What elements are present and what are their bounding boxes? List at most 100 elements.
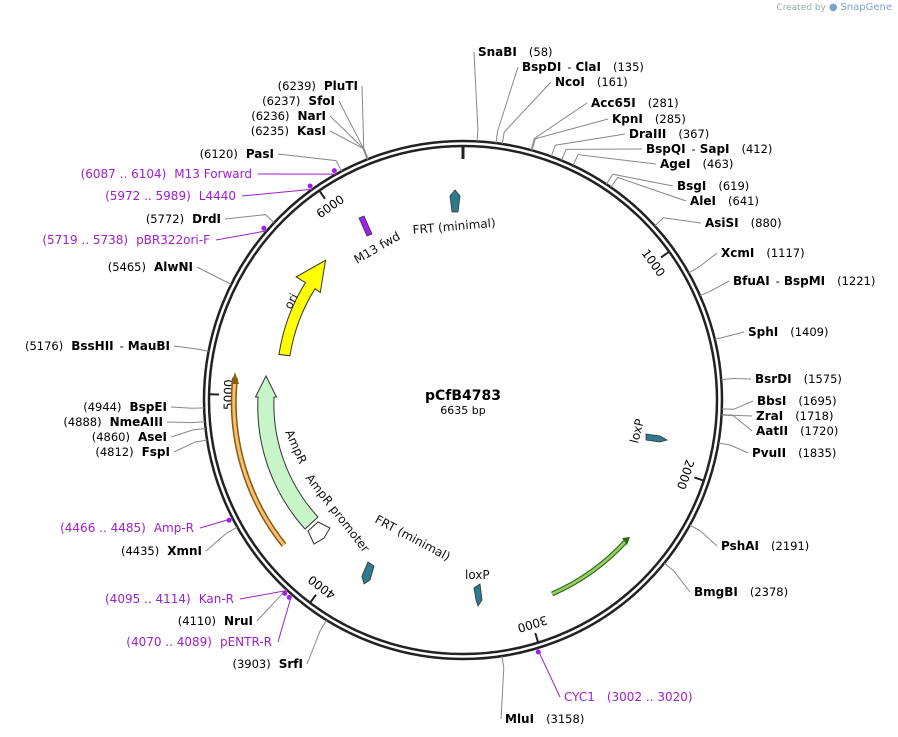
enzyme-connector-line xyxy=(500,655,505,720)
ampr-arrow xyxy=(254,374,319,530)
enzyme-label: AleI(641) xyxy=(690,194,759,208)
enzyme-position: (6236) xyxy=(251,109,289,123)
enzyme-position: (3158) xyxy=(546,712,584,726)
ruler-tick xyxy=(309,594,317,604)
enzyme-name: AseI xyxy=(138,430,167,444)
enzyme-position: (6120) xyxy=(200,147,238,161)
primer-range: (4095 .. 4114) xyxy=(105,592,191,606)
primer-site-marker xyxy=(535,649,541,655)
enzyme-label: DraIII(367) xyxy=(629,127,709,141)
primer-label: (4095 .. 4114) Kan-R xyxy=(105,592,234,606)
plasmid-length: 6635 bp xyxy=(440,404,485,417)
enzyme-connector-line xyxy=(561,148,643,161)
enzyme-connector-line xyxy=(170,427,206,438)
enzyme-position: (1718) xyxy=(795,409,833,423)
enzyme-label: BbsI(1695) xyxy=(757,394,837,408)
enzyme-position: (6237) xyxy=(262,94,300,108)
enzyme-position: (285) xyxy=(655,112,686,126)
enzyme-separator: - xyxy=(120,339,124,353)
enzyme-name-2: SapI xyxy=(700,142,730,156)
enzyme-connector-line xyxy=(550,133,626,157)
enzyme-label: (3903)SrfI xyxy=(233,657,304,671)
enzyme-name: MluI xyxy=(505,712,534,726)
m13-fwd-label: M13 fwd xyxy=(352,229,403,267)
enzyme-position: (1409) xyxy=(790,325,828,339)
enzyme-position: (367) xyxy=(678,127,709,141)
enzyme-connector-line xyxy=(654,217,702,227)
enzyme-label: BfuAI-BspMI(1221) xyxy=(733,274,875,288)
primer-site-marker xyxy=(286,594,292,600)
enzyme-connector-line xyxy=(714,331,745,340)
enzyme-label: (4860)AseI xyxy=(92,430,167,444)
enzyme-connector-line xyxy=(306,619,328,665)
primer-label: (5719 .. 5738)pBR322ori-F xyxy=(42,233,210,247)
enzyme-name: NmeAIII xyxy=(110,415,163,429)
enzyme-label: AsiSI (880) xyxy=(705,216,782,230)
primer-range: (4070 .. 4089) xyxy=(126,635,212,649)
primer-name: CYC1 xyxy=(564,690,595,704)
enzyme-connector-line xyxy=(699,280,730,297)
orange-feature-fill xyxy=(232,377,286,546)
ruler-tick xyxy=(694,476,705,482)
primer-range: (5719 .. 5738) xyxy=(42,233,128,247)
enzyme-connector-line xyxy=(256,589,287,622)
enzyme-label: (4888) NmeAIII xyxy=(63,415,163,429)
enzyme-connector-line xyxy=(718,442,749,454)
enzyme-label: BmgBI(2378) xyxy=(694,585,788,599)
enzyme-position: (1575) xyxy=(804,372,842,386)
enzyme-label: BsrDI(1575) xyxy=(755,372,842,386)
frt-top-arrow xyxy=(449,189,461,213)
enzyme-name: BssHII xyxy=(71,339,113,353)
enzyme-name: KpnI xyxy=(612,112,643,126)
enzyme-label: PvuII(1835) xyxy=(752,446,836,460)
enzyme-connector-line xyxy=(572,154,657,166)
enzyme-label: AatII(1720) xyxy=(756,424,838,438)
enzyme-name: AsiSI xyxy=(705,216,739,230)
enzyme-label: XcmI(1117) xyxy=(721,246,805,260)
enzyme-name: XmnI xyxy=(167,544,202,558)
primer-connector-line xyxy=(239,589,288,600)
primer-site-marker xyxy=(282,590,288,596)
enzyme-label: BspQI-SapI(412) xyxy=(646,142,772,156)
green-feature-arrow xyxy=(550,539,628,597)
enzyme-name: BmgBI xyxy=(694,585,738,599)
ruler-tick-label: 2000 xyxy=(674,458,697,491)
enzyme-label: (6236)NarI xyxy=(251,109,326,123)
enzyme-position: (4888) xyxy=(63,415,101,429)
ori-label: ori xyxy=(281,291,301,311)
enzyme-name: BspDI xyxy=(522,60,561,74)
enzyme-name: AgeI xyxy=(660,157,690,171)
enzyme-position: (880) xyxy=(751,216,782,230)
enzyme-name-2: ClaI xyxy=(575,60,600,74)
enzyme-label: (4812)FspI xyxy=(95,445,170,459)
primer-name: Kan-R xyxy=(199,592,234,606)
enzyme-position: (463) xyxy=(702,157,733,171)
enzyme-separator: - xyxy=(776,274,780,288)
enzyme-name: ZraI xyxy=(756,409,783,423)
enzyme-connector-line xyxy=(688,252,718,274)
enzyme-name: PvuII xyxy=(752,446,786,460)
enzyme-position: (4110) xyxy=(178,614,216,628)
enzyme-connector-line xyxy=(495,66,519,144)
enzyme-position: (4435) xyxy=(121,544,159,558)
enzyme-name: AatII xyxy=(756,424,788,438)
loxp-bottom-arrow xyxy=(473,583,483,607)
enzyme-label: (6239)PluTI xyxy=(278,79,358,93)
enzyme-connector-line xyxy=(531,118,609,151)
enzyme-position: (1117) xyxy=(766,246,804,260)
ruler-tick xyxy=(318,189,326,200)
enzyme-position: (281) xyxy=(648,96,679,110)
ruler-tick-label: 6000 xyxy=(314,192,347,221)
enzyme-label: SnaBI(58) xyxy=(478,45,553,59)
enzyme-name: BspQI xyxy=(646,142,686,156)
enzyme-name: FspI xyxy=(142,445,170,459)
enzyme-name: PasI xyxy=(246,147,274,161)
enzyme-position: (6239) xyxy=(278,79,316,93)
snapgene-credit: Created by ● SnapGene xyxy=(776,2,892,13)
green-arrow-head xyxy=(622,537,630,545)
enzyme-connector-line xyxy=(173,345,209,352)
enzyme-label: AgeI (463) xyxy=(660,157,733,171)
enzyme-connector-line xyxy=(277,153,343,172)
enzyme-connector-line xyxy=(205,526,238,552)
credit-brand: SnapGene xyxy=(840,2,892,13)
